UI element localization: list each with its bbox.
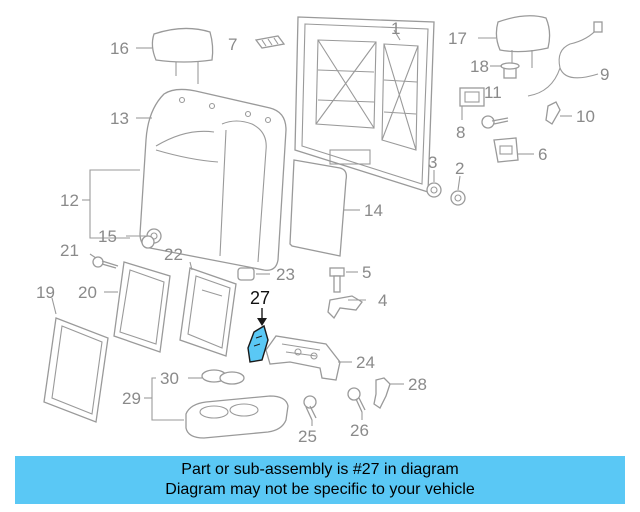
parts-diagram: 1 2 3 4 5 6 7 8 9 10 11 12 13 14 15 16 1… xyxy=(36,15,609,446)
part-18-guide-sleeve xyxy=(490,62,520,79)
label-part-27: 27 xyxy=(250,288,270,308)
label-part-15: 15 xyxy=(98,227,117,246)
part-8-switch xyxy=(459,87,485,120)
info-banner: Part or sub-assembly is #27 in diagram D… xyxy=(15,456,625,504)
label-part-16: 16 xyxy=(110,39,129,58)
part-15-grommet xyxy=(126,228,162,249)
label-part-2: 2 xyxy=(455,159,464,178)
label-part-25: 25 xyxy=(298,427,317,446)
banner-line-part-info: Part or sub-assembly is #27 in diagram xyxy=(181,461,459,478)
label-part-28: 28 xyxy=(408,375,427,394)
part-2-grommet xyxy=(450,175,466,206)
label-part-22: 22 xyxy=(164,245,183,264)
label-part-11: 11 xyxy=(484,83,502,102)
part-14-pad xyxy=(289,159,360,257)
part-4-bracket xyxy=(327,295,366,320)
part-28-bracket xyxy=(373,377,404,409)
part-25-bolt xyxy=(303,395,317,426)
label-part-13: 13 xyxy=(110,109,129,128)
label-part-4: 4 xyxy=(378,291,387,310)
part-21-screw xyxy=(89,253,119,269)
banner-line-disclaimer: Diagram may not be specific to your vehi… xyxy=(165,481,475,498)
part-22-frame xyxy=(179,261,237,357)
part-24-hinge-bracket xyxy=(265,335,352,381)
label-part-14: 14 xyxy=(364,201,383,220)
label-part-18: 18 xyxy=(470,57,489,76)
label-part-7: 7 xyxy=(228,35,237,54)
part-10-latch-lever xyxy=(545,101,572,125)
label-part-17: 17 xyxy=(448,29,467,48)
label-part-23: 23 xyxy=(276,265,295,284)
part-30-cup-holder xyxy=(188,369,245,385)
part-12-leader xyxy=(82,169,140,239)
part-19-panel xyxy=(43,297,109,423)
part-13-seatback-cushion xyxy=(136,88,287,271)
label-part-6: 6 xyxy=(538,145,547,164)
label-part-12: 12 xyxy=(60,191,79,210)
label-part-9: 9 xyxy=(600,65,609,84)
label-part-5: 5 xyxy=(362,263,371,282)
label-part-20: 20 xyxy=(78,283,97,302)
label-part-30: 30 xyxy=(160,369,179,388)
part-23-buffer xyxy=(237,267,270,281)
part-17-headrest xyxy=(478,15,551,68)
label-part-29: 29 xyxy=(122,389,141,408)
part-27-trim-cover xyxy=(247,308,269,363)
part-11-screw xyxy=(481,115,509,129)
label-part-3: 3 xyxy=(428,153,437,172)
label-part-21: 21 xyxy=(60,241,79,260)
part-20-door xyxy=(104,261,171,353)
part-26-bolt xyxy=(347,387,366,420)
part-3-grommet xyxy=(426,170,442,198)
label-part-24: 24 xyxy=(356,353,375,372)
label-part-26: 26 xyxy=(350,421,369,440)
label-part-19: 19 xyxy=(36,283,55,302)
part-16-headrest xyxy=(136,27,214,84)
part-7-clip xyxy=(254,35,286,49)
part-29-armrest xyxy=(144,377,289,439)
label-part-8: 8 xyxy=(456,123,465,142)
part-5-bolt xyxy=(329,267,358,293)
label-part-1: 1 xyxy=(391,19,400,38)
part-9-release-cable xyxy=(527,21,603,97)
label-part-10: 10 xyxy=(576,107,595,126)
part-6-latch-housing xyxy=(493,137,534,163)
